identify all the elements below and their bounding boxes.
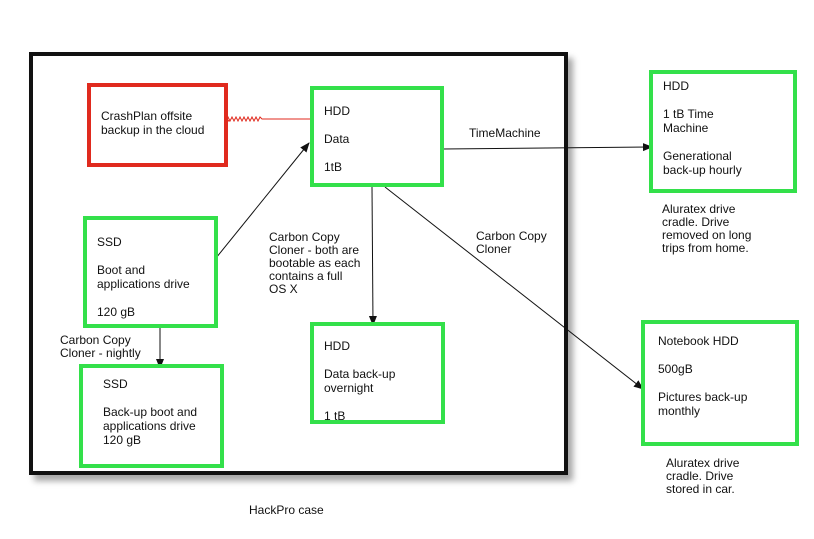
arrow-hdd-to-notebook — [384, 186, 644, 390]
ssd-boot-purpose: Boot and applications drive — [97, 263, 190, 291]
ssd-backup-purpose: Back-up boot and applications drive 120 … — [103, 405, 198, 447]
ssd-boot-type: SSD — [97, 235, 122, 249]
hdd-data-box: HDD Data 1tB — [310, 86, 444, 187]
ssd-backup-type: SSD — [103, 377, 128, 391]
label-ccc-right: Carbon Copy Cloner — [476, 229, 547, 256]
ssd-boot-box: SSD Boot and applications drive 120 gB — [83, 216, 218, 328]
crashplan-box: CrashPlan offsite backup in the cloud — [87, 83, 228, 167]
hdd-timemachine-schedule: Generational back-up hourly — [663, 149, 742, 177]
crashplan-text: CrashPlan offsite backup in the cloud — [101, 109, 205, 137]
hdd-timemachine-purpose: 1 tB Time Machine — [663, 107, 714, 135]
notebook-hdd-box: Notebook HDD 500gB Pictures back-up mont… — [641, 320, 799, 446]
arrow-hdd-to-crashplan — [219, 113, 310, 123]
notebook-hdd-purpose: Pictures back-up monthly — [658, 390, 748, 418]
hdd-data-type: HDD — [324, 104, 350, 118]
notebook-hdd-type: Notebook HDD — [658, 334, 739, 348]
arrow-ssd-to-hdd — [215, 142, 310, 259]
arrow-hdd-to-timemachine — [442, 143, 653, 152]
label-ccc-nightly: Carbon Copy Cloner - nightly — [60, 333, 141, 360]
hdd-backup-purpose: Data back-up overnight — [324, 367, 396, 395]
hdd-timemachine-box: HDD 1 tB Time Machine Generational back-… — [649, 70, 797, 193]
arrow-hdd-to-hdd-backup — [368, 186, 377, 326]
ssd-boot-size: 120 gB — [97, 305, 136, 319]
notebook-hdd-size: 500gB — [658, 362, 693, 376]
hdd-timemachine-type: HDD — [663, 79, 689, 93]
hdd-backup-box: HDD Data back-up overnight 1 tB — [310, 322, 445, 424]
hdd-data-size: 1tB — [324, 160, 343, 174]
hdd-data-purpose: Data — [324, 132, 350, 146]
case-label: HackPro case — [249, 503, 324, 517]
ssd-backup-box: SSD Back-up boot and applications drive … — [79, 364, 224, 468]
hdd-backup-type: HDD — [324, 339, 350, 353]
label-ccc-both: Carbon Copy Cloner - both are bootable a… — [269, 230, 361, 296]
label-aluratex-2: Aluratex drive cradle. Drive stored in c… — [666, 456, 740, 496]
label-aluratex-1: Aluratex drive cradle. Drive removed on … — [662, 202, 752, 255]
hdd-backup-size: 1 tB — [324, 409, 346, 423]
label-timemachine: TimeMachine — [469, 126, 541, 140]
